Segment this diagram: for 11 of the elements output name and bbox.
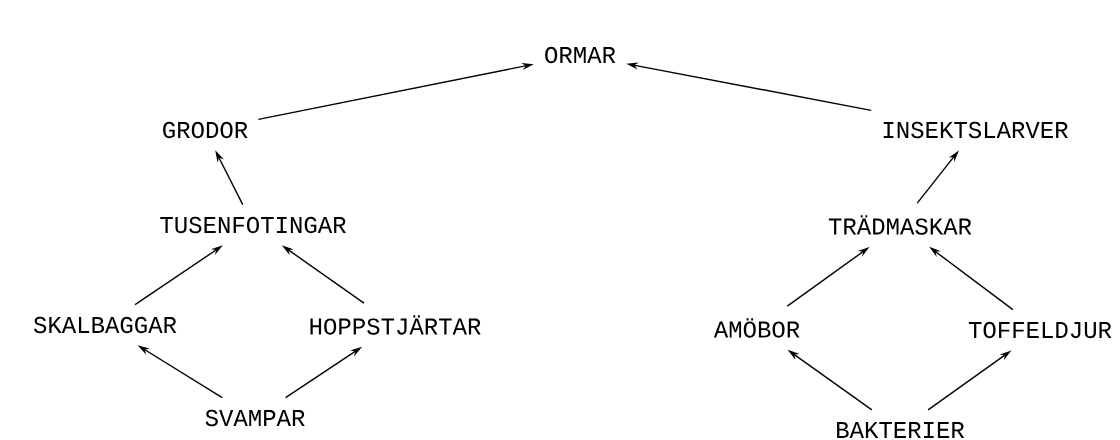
word-label: TRÄDMASKAR [828, 215, 972, 235]
word-label: SVAMPAR [205, 409, 305, 427]
word-label: INSEKTSLARVER [883, 121, 1068, 139]
word-label: ORMAR [545, 46, 616, 64]
word-label: GRODOR [163, 121, 248, 139]
word-label: BAKTERIER [837, 422, 965, 438]
word-label: HOPPSTJÄRTAR [310, 315, 481, 335]
word-label: TUSENFOTINGAR [160, 216, 346, 234]
word-label: TOFFELDJUR [968, 321, 1112, 339]
word-label: SKALBAGGAR [33, 316, 177, 334]
word-label: AMÖBOR [713, 318, 800, 338]
